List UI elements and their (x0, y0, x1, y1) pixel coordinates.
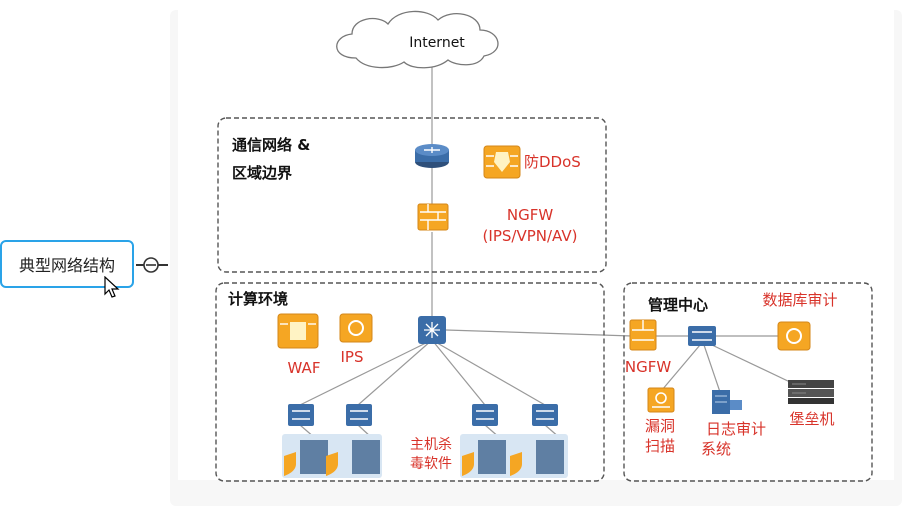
anti-ddos-device-icon (483, 145, 521, 179)
db-audit-label: 数据库审计 (762, 291, 837, 309)
mouse-cursor-icon (104, 276, 120, 298)
zone-comm-title-1: 通信网络 & (232, 136, 310, 154)
mindmap-node-label: 典型网络结构 (18, 256, 115, 275)
internet-label: Internet (409, 35, 465, 51)
db-audit-device-icon (777, 321, 811, 351)
core-switch-icon (418, 316, 446, 344)
log-audit-label-1: 日志审计 (706, 420, 766, 438)
zone-comm-boundary (217, 117, 607, 273)
access-switch-icon (532, 404, 558, 426)
access-switch-icon (288, 404, 314, 426)
router-icon (415, 144, 449, 168)
mindmap-node-typical-network[interactable]: 典型网络结构 (0, 240, 134, 288)
vuln-scan-label-1: 漏洞 (645, 417, 675, 435)
zone-compute (215, 282, 605, 482)
access-switch-icon (346, 404, 372, 426)
access-switch-icon (472, 404, 498, 426)
diagram-sheet (178, 10, 894, 480)
vuln-scan-device-icon (647, 387, 675, 413)
anti-ddos-label: 防DDoS (524, 153, 581, 171)
mgmt-ngfw-firewall-icon (629, 319, 657, 351)
internet-cloud: Internet (336, 10, 499, 69)
ngfw-sub-label: (IPS/VPN/AV) (483, 227, 578, 245)
zone-compute-title: 计算环境 (228, 290, 288, 308)
bastion-host-icon (788, 380, 834, 404)
bastion-label: 堡垒机 (789, 410, 834, 428)
ngfw-label: NGFW (507, 206, 553, 224)
log-audit-label-2: 系统 (701, 440, 731, 458)
mgmt-switch-icon (688, 326, 716, 346)
collapse-toggle-icon[interactable] (136, 254, 170, 276)
waf-label: WAF (288, 359, 321, 377)
ips-label: IPS (341, 348, 364, 366)
vuln-scan-label-2: 扫描 (645, 437, 675, 455)
waf-device-icon (277, 313, 319, 349)
ngfw-firewall-icon (417, 203, 449, 231)
server-group-icon (282, 434, 382, 478)
zone-mgmt (623, 282, 873, 482)
host-av-label-2: 毒软件 (410, 456, 452, 472)
mgmt-ngfw-label: NGFW (625, 358, 671, 376)
zone-comm-title-2: 区域边界 (232, 164, 292, 182)
ips-device-icon (339, 313, 373, 343)
host-av-label-1: 主机杀 (410, 437, 452, 453)
server-group-icon (460, 434, 568, 478)
zone-mgmt-title: 管理中心 (648, 296, 708, 314)
log-audit-server-icon (712, 390, 742, 414)
